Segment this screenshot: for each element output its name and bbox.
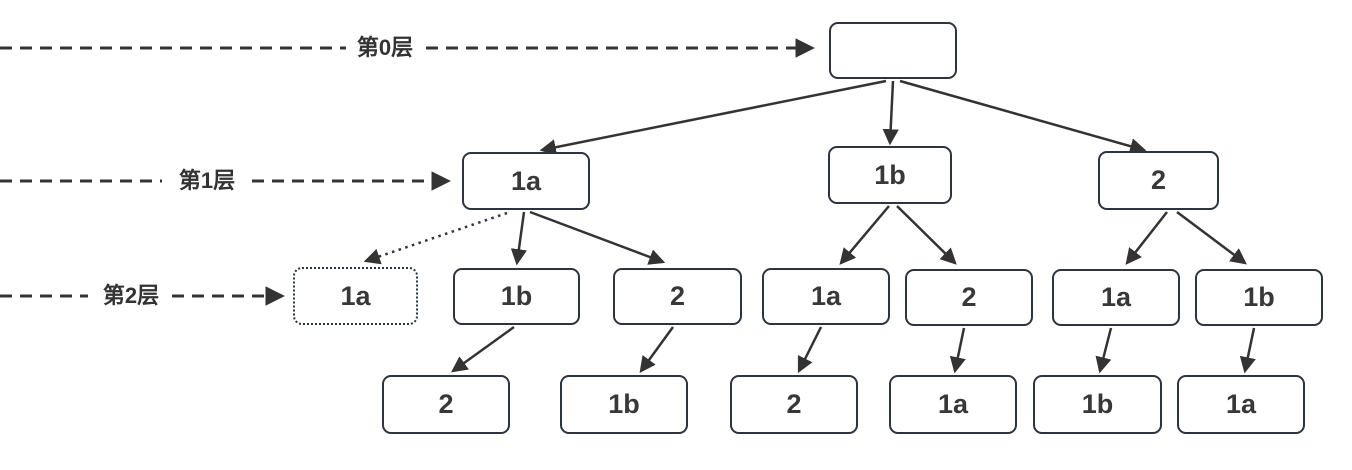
edge-1a-2 (529, 210, 666, 265)
level-0-label: 第0层 (356, 35, 414, 60)
tree-node-1a-1b: 1b (453, 268, 580, 325)
tree-node-1a: 1a (462, 152, 590, 210)
edge-root-1a (539, 79, 887, 156)
edge-1b1a-2 (797, 326, 823, 374)
tree-node-2-1b: 1b (1195, 269, 1323, 326)
edge-1b-2 (896, 205, 957, 265)
tree-node-root (829, 22, 957, 79)
level-2-label: 第2层 (102, 283, 160, 308)
tree-node-1b-1a: 1a (762, 268, 890, 325)
edge-root-2 (899, 79, 1147, 155)
tree-node-1a-2: 2 (613, 268, 742, 325)
edge-21b-1a (1239, 327, 1256, 374)
level-1-label: 第1层 (178, 168, 236, 193)
edge-1a-1b (510, 211, 527, 266)
tree-node-1a-1a-pruned: 1a (293, 267, 418, 325)
edge-1b2-1a (949, 327, 966, 374)
edge-2-1a (1125, 211, 1168, 265)
tree-node-1a-1b-2: 2 (382, 375, 510, 434)
tree-node-1b-2-1a: 1a (889, 375, 1017, 434)
tree-node-1a-2-1b: 1b (560, 375, 688, 434)
tree-node-1b-1a-2: 2 (730, 375, 858, 434)
edge-1b-1a (839, 205, 890, 265)
edge-1a2-1b (639, 326, 675, 373)
tree-node-2-1a: 1a (1052, 269, 1180, 326)
tree-node-1b: 1b (828, 146, 952, 204)
edge-1a-1a-dotted (363, 211, 508, 265)
edge-1a1b-2 (451, 325, 515, 373)
tree-node-2-1a-1b: 1b (1033, 375, 1162, 434)
edge-2-1b (1176, 211, 1247, 265)
edge-21a-1b (1095, 327, 1113, 374)
tree-node-1b-2: 2 (905, 269, 1033, 326)
tree-node-2: 2 (1098, 151, 1219, 210)
edge-root-1b (882, 80, 899, 146)
tree-node-2-1b-1a: 1a (1177, 375, 1305, 434)
